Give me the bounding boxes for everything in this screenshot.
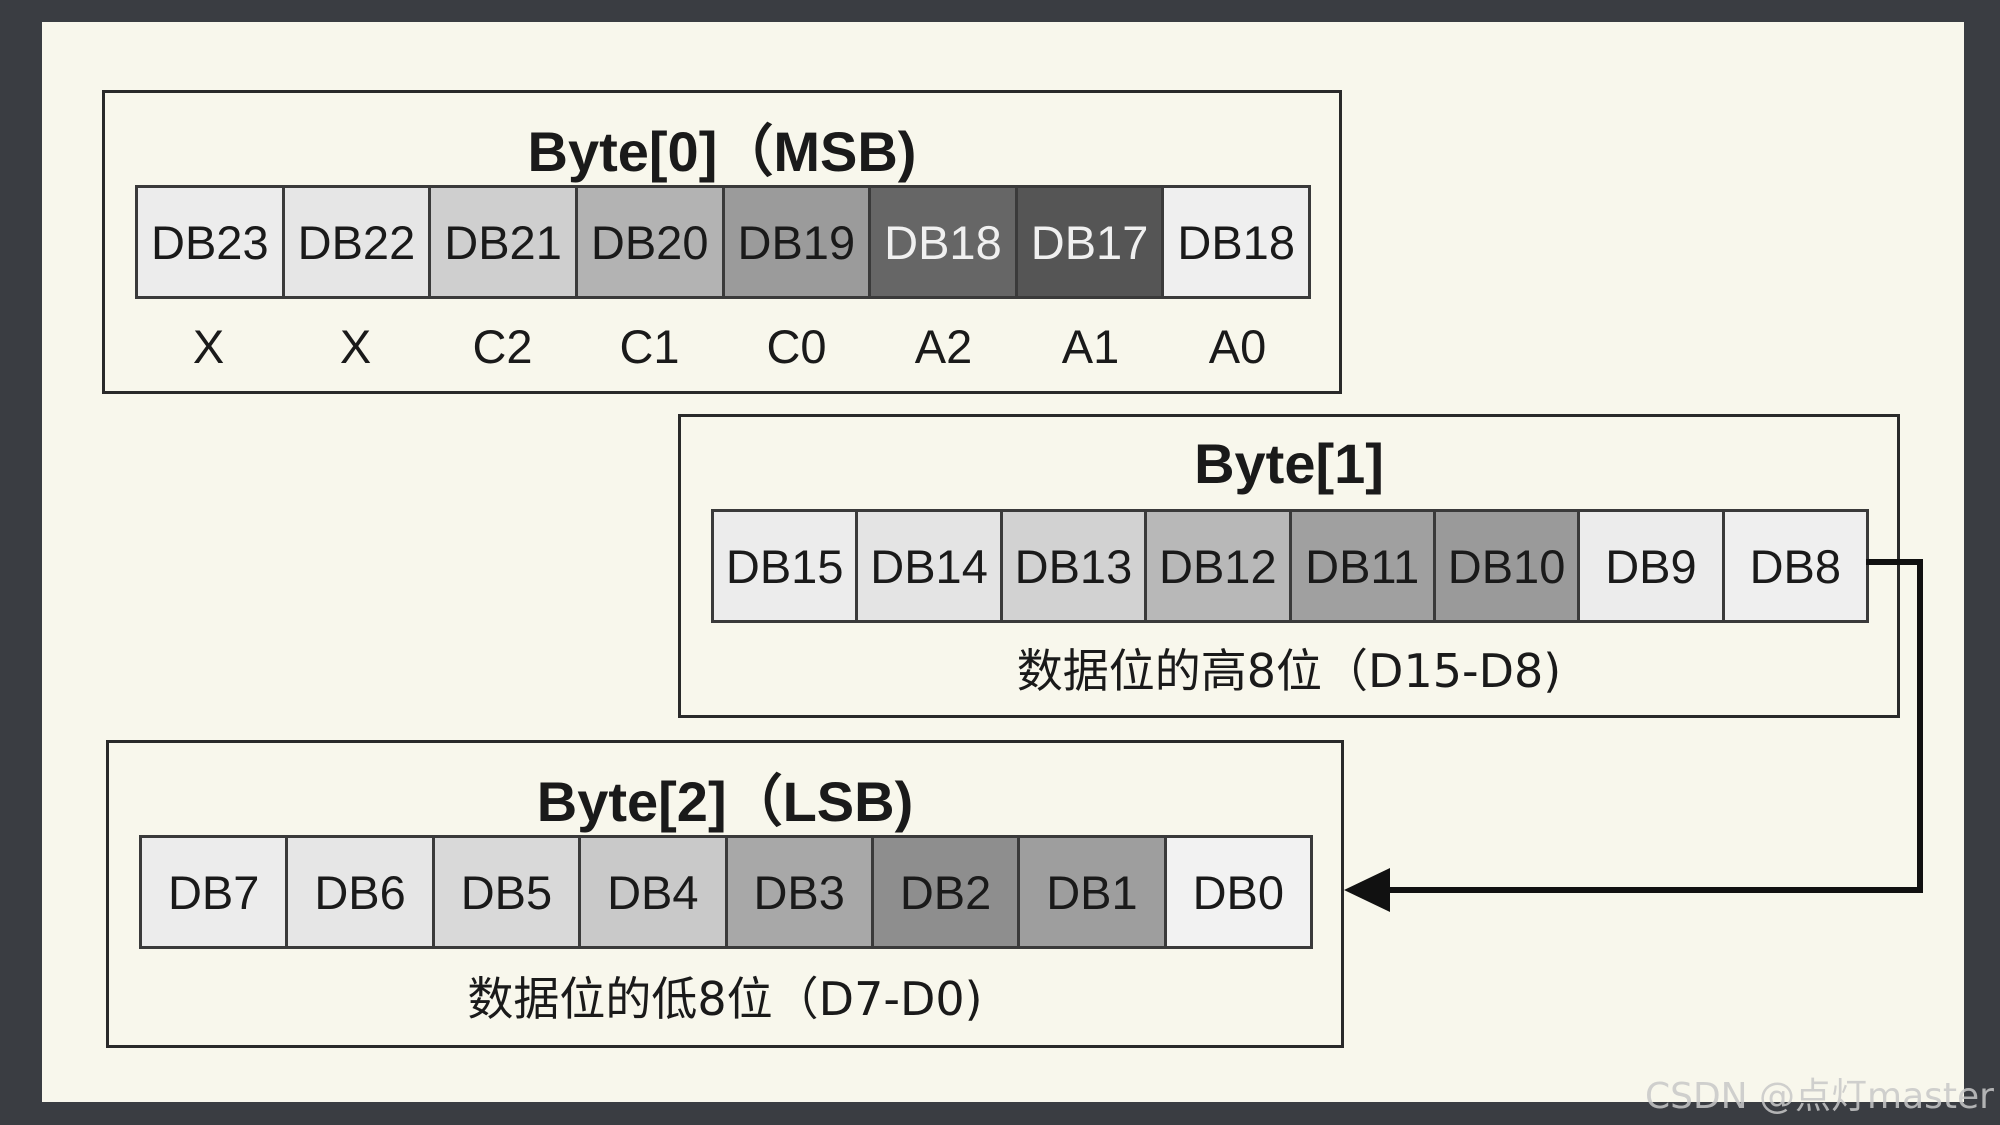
byte0-cell: DB23 (138, 188, 285, 296)
byte1-cell: DB10 (1435, 512, 1581, 620)
byte0-bit-label: C2 (472, 320, 533, 373)
byte0-cell: DB18 (871, 188, 1018, 296)
byte2-cell: DB1 (1020, 838, 1167, 946)
byte0-cell: DB17 (1017, 188, 1165, 296)
byte1-caption: 数据位的高8位（D15-D8) (1016, 644, 1562, 698)
byte1-cell: DB15 (714, 512, 859, 620)
byte0-labels: X X C2 C1 C0 A2 A1 A0 (135, 319, 1311, 379)
byte1-cell: DB14 (858, 512, 1003, 620)
byte0-bit-label: A1 (1061, 320, 1120, 373)
byte0-cell: DB20 (577, 188, 725, 296)
byte2-caption: 数据位的低8位（D7-D0) (467, 972, 983, 1026)
byte0-bit-label: A2 (914, 320, 973, 373)
byte2-cell: DB5 (434, 838, 582, 946)
byte2-title: Byte[2]（LSB) (536, 770, 914, 833)
byte0-cell: DB19 (724, 188, 872, 296)
byte0-bit-label: A0 (1208, 320, 1267, 373)
byte1-cell: DB13 (1002, 512, 1148, 620)
byte2-cell: DB6 (288, 838, 435, 946)
byte0-bit-label: C1 (619, 320, 680, 373)
byte0-cell: DB18 (1164, 188, 1308, 296)
arrowhead-icon (1344, 868, 1390, 912)
byte0-title: Byte[0]（MSB) (527, 120, 917, 183)
byte0-bit-label: C0 (766, 320, 827, 373)
byte0-cell: DB22 (284, 188, 432, 296)
watermark: CSDN @点灯master (1644, 1076, 1994, 1117)
byte2-cell: DB4 (581, 838, 728, 946)
byte1-cell: DB12 (1147, 512, 1292, 620)
byte0-bit-label: X (192, 320, 225, 373)
byte1-title: Byte[1] (1194, 432, 1384, 495)
byte2-cell: DB0 (1166, 838, 1310, 946)
byte1-cell: DB8 (1724, 512, 1866, 620)
byte1-cell: DB11 (1291, 512, 1436, 620)
byte2-cell: DB3 (727, 838, 874, 946)
byte2-cell: DB7 (142, 838, 289, 946)
connector-line (1387, 559, 1923, 893)
byte0-cell: DB21 (431, 188, 578, 296)
byte2-cell: DB2 (873, 838, 1021, 946)
connector-arrow (1344, 559, 1923, 912)
byte0-bit-label: X (339, 320, 372, 373)
byte1-cell: DB9 (1580, 512, 1725, 620)
